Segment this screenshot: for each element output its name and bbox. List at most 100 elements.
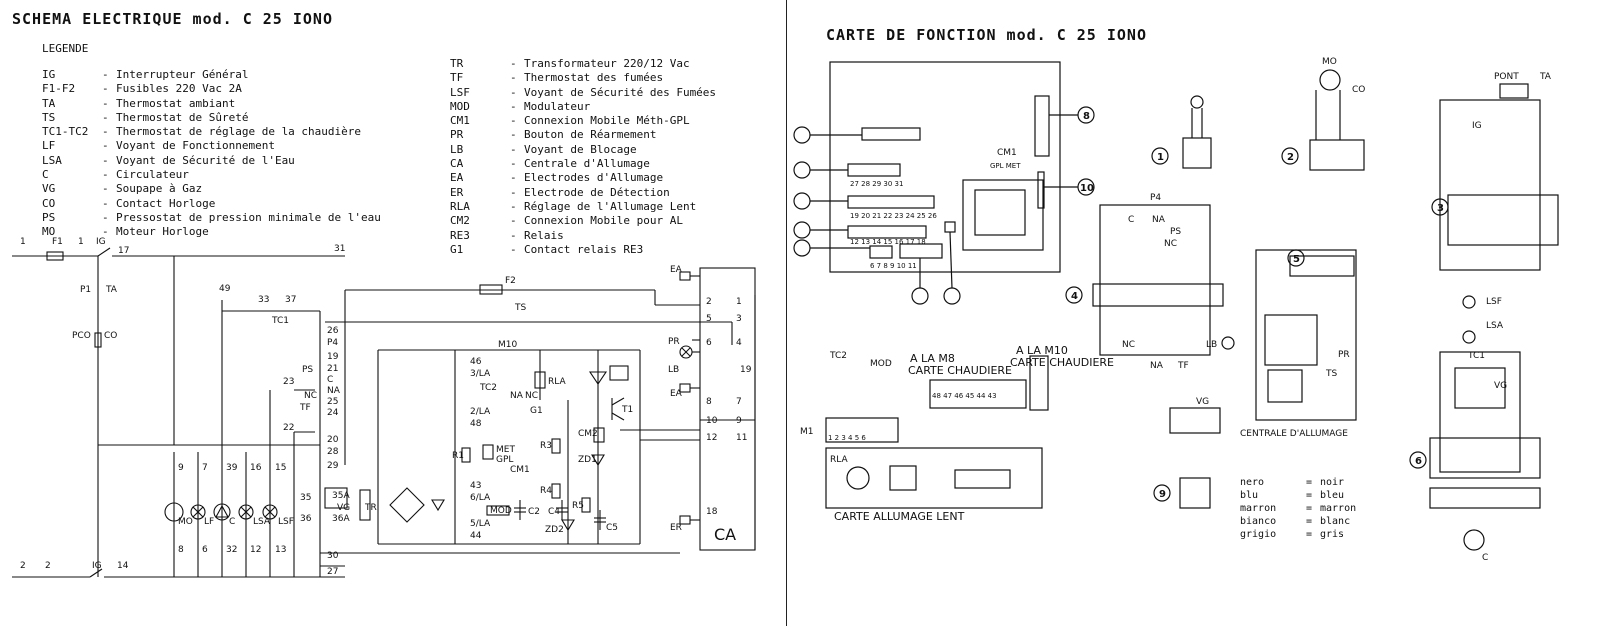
circ-9: 9 (1159, 489, 1166, 500)
legend-row: VG-Soupape à Gaz (42, 182, 381, 196)
electrical-schematic: 1 F1 1 IG 17 31 P1 TA PCO CO 49 33 37 TC… (12, 237, 756, 578)
color-eq: = (1306, 529, 1313, 540)
legend-code: MOD (450, 99, 470, 113)
circ-5: 5 (1293, 254, 1300, 265)
color-eq: = (1306, 503, 1313, 514)
color-fr: blanc (1320, 516, 1351, 527)
legend-code: MO (42, 225, 56, 239)
rlbl-cm1: CM1 (997, 148, 1017, 158)
rlbl-centrale: CENTRALE D'ALLUMAGE (1240, 429, 1348, 439)
legend-code: RLA (450, 199, 470, 213)
lbl-p1: P1 (80, 285, 91, 295)
rlbl-c: C (1128, 215, 1134, 225)
legend-desc: Moteur Horloge (116, 225, 209, 239)
legend-desc: Electrode de Détection (524, 185, 670, 199)
legend-row: PS-Pressostat de pression minimale de l'… (42, 211, 381, 225)
lbl-r3: R3 (540, 441, 552, 451)
legend-row: TC1-TC2-Thermostat de réglage de la chau… (42, 125, 381, 139)
legend-row: EA-Electrodes d'Allumage (450, 171, 716, 185)
rlbl-row-m4: 19 20 21 22 23 24 25 26 (850, 212, 937, 220)
legend-row: TF-Thermostat des fumées (450, 71, 716, 85)
circ-2: 2 (1287, 152, 1294, 163)
legend-desc: Connexion Mobile Méth-GPL (524, 114, 690, 128)
schema-title: SCHEMA ELECTRIQUE mod. C 25 IONO (12, 10, 333, 28)
legend-row: TA-Thermostat ambiant (42, 97, 381, 111)
circ-8: 8 (1083, 111, 1090, 122)
lbl-24: 24 (327, 408, 339, 418)
lbl-zd1: ZD1 (578, 455, 597, 465)
color-fr: marron (1320, 503, 1357, 514)
legend-code: RE3 (450, 228, 470, 242)
lbl-tf: TF (299, 403, 311, 413)
rlbl-rla: RLA (830, 455, 848, 465)
lbl-26: 26 (327, 326, 339, 336)
lbl-21: 21 (327, 364, 338, 374)
legend-row: MO-Moteur Horloge (42, 225, 381, 239)
lbl-36a: 36A (332, 514, 350, 524)
color-it: bianco (1240, 516, 1277, 527)
legend-row: MOD-Modulateur (450, 100, 716, 114)
rlbl-lsf: LSF (1486, 297, 1502, 307)
lbl-14: 14 (117, 561, 129, 571)
rlbl-row-m8: 48 47 46 45 44 43 (932, 392, 997, 400)
lbl-ca3: 3 (736, 314, 742, 324)
lbl-2la: 2/LA (470, 407, 491, 417)
lbl-r5: R5 (572, 501, 584, 511)
legend-row: F1-F2-Fusibles 220 Vac 2A (42, 82, 381, 96)
legend-code: TC1-TC2 (42, 125, 89, 139)
lbl-c4: C4 (548, 507, 560, 517)
rlbl-gpl-met: GPL MET (990, 162, 1021, 170)
lbl-f2: F2 (505, 276, 516, 286)
rlbl-row-bot: 6 7 8 9 10 11 (870, 262, 917, 270)
legend-code: CA (450, 157, 464, 171)
lbl-ca12: 12 (706, 433, 717, 443)
circ-4: 4 (1071, 291, 1078, 302)
lbl-48: 48 (470, 419, 482, 429)
lbl-ea2: EA (670, 389, 683, 399)
lbl-32: 32 (226, 545, 237, 555)
lbl-17: 17 (118, 246, 129, 256)
lbl-ta: TA (105, 285, 118, 295)
lbl-ig2: IG (92, 561, 102, 571)
color-key-row: marron = marron (1240, 502, 1356, 515)
lbl-19: 19 (327, 352, 339, 362)
rlbl-m1: M1 (800, 427, 814, 437)
lbl-35: 35 (300, 493, 311, 503)
lbl-lf: LF (204, 517, 214, 527)
legend-code: LSA (42, 153, 62, 167)
color-it: marron (1240, 503, 1277, 514)
rlbl-c: C (1482, 553, 1488, 563)
lbl-ca10: 10 (706, 416, 718, 426)
lbl-ca9: 9 (736, 416, 742, 426)
color-it: blu (1240, 490, 1259, 501)
lbl-lb: LB (668, 365, 679, 375)
lbl-15: 15 (275, 463, 286, 473)
rlbl-vg2: VG (1196, 397, 1209, 407)
legend-dash: - (102, 82, 109, 96)
legend-row: RLA-Réglage de l'Allumage Lent (450, 200, 716, 214)
legend-code: CM2 (450, 214, 470, 228)
lbl-lsf: LSF (278, 517, 294, 527)
rlbl-pont: PONT (1494, 72, 1519, 82)
lbl-ca19: 19 (740, 365, 752, 375)
lbl-lsa: LSA (253, 517, 271, 527)
lbl-tc2: TC2 (479, 383, 497, 393)
legend-row: TS-Thermostat de Sûreté (42, 111, 381, 125)
lbl-13: 13 (275, 545, 286, 555)
legend-dash: - (102, 153, 109, 167)
lbl-30: 30 (327, 551, 339, 561)
legend-dash: - (510, 242, 517, 256)
lbl-met: MET (496, 445, 515, 455)
lbl-na: NA (327, 386, 341, 396)
lbl-cm1: CM1 (510, 465, 530, 475)
legend-row: CO-Contact Horloge (42, 197, 381, 211)
legend-dash: - (102, 139, 109, 153)
legend-row: LF-Voyant de Fonctionnement (42, 139, 381, 153)
rlbl-carte-chaudiere-1: CARTE CHAUDIERE (908, 364, 1012, 377)
legend-code: TF (450, 71, 464, 85)
lbl-er: ER (670, 523, 682, 533)
legend-dash: - (510, 199, 517, 213)
legend-row: IG-Interrupteur Général (42, 68, 381, 82)
color-fr: gris (1320, 529, 1345, 540)
